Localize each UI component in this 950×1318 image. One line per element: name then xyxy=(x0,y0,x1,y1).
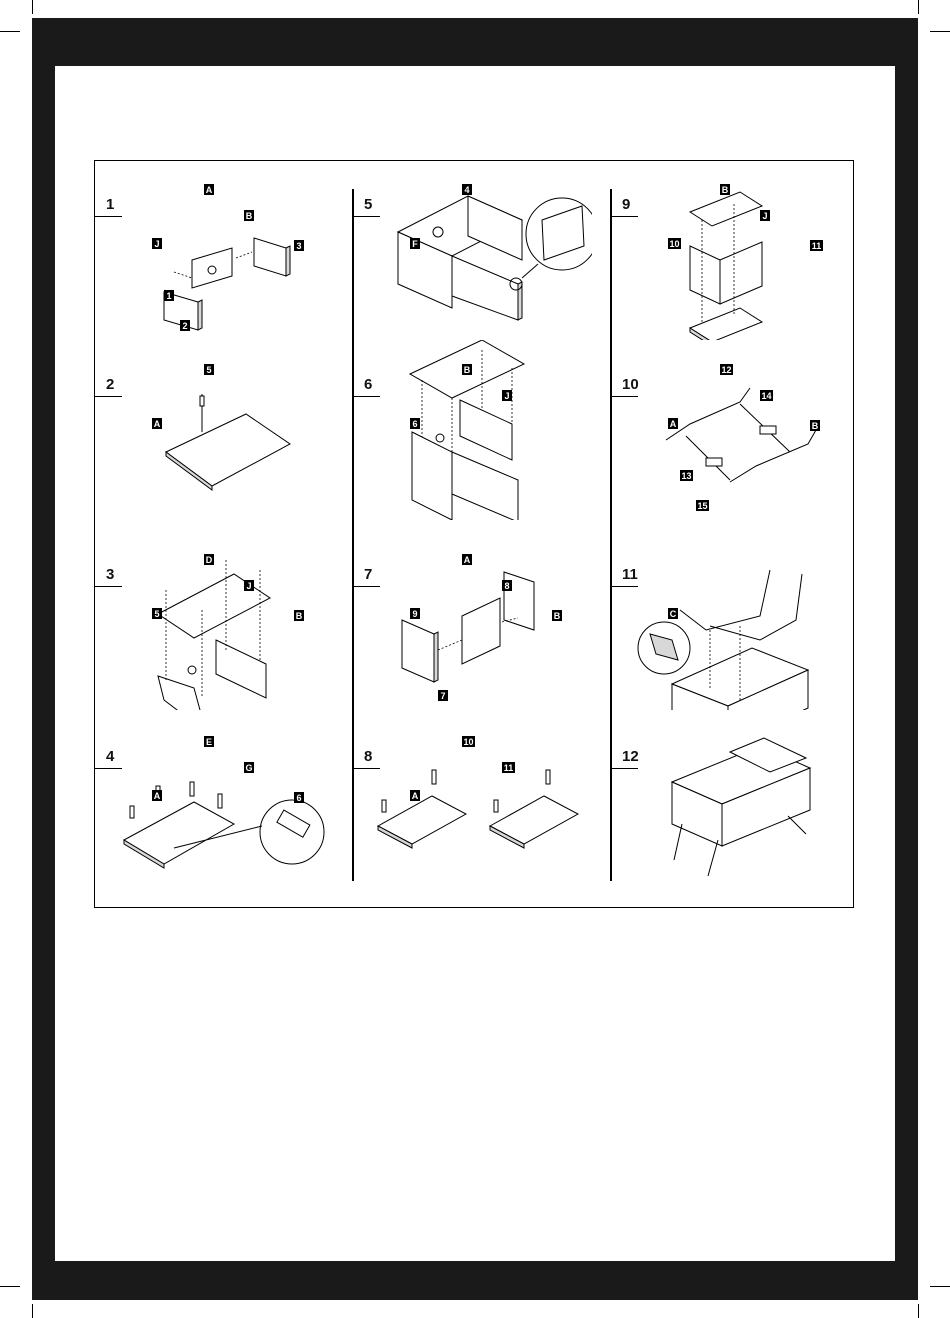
part-label: 15 xyxy=(697,501,707,511)
step-illustration: C xyxy=(610,530,850,710)
part-label: C xyxy=(670,609,677,619)
part-label: 12 xyxy=(721,365,731,375)
part-label: 11 xyxy=(812,241,822,251)
part-label: 10 xyxy=(669,239,679,249)
part-label: 10 xyxy=(463,737,473,747)
part-label: 1 xyxy=(166,291,171,301)
part-label: G xyxy=(245,763,252,773)
part-label: A xyxy=(206,185,213,195)
crop-mark-bl-h xyxy=(0,1286,20,1287)
step-illustration: 5 D J B xyxy=(94,530,334,710)
part-label: E xyxy=(206,737,212,747)
part-label: J xyxy=(504,391,509,401)
part-label: 14 xyxy=(761,391,771,401)
part-label: A xyxy=(670,419,677,429)
step-illustration: 6 B J xyxy=(352,340,592,520)
step-9: 9 10BJ11 xyxy=(610,160,867,340)
part-label: 6 xyxy=(412,419,417,429)
step-8: 8 A1011 xyxy=(352,712,609,892)
step-11: 11 C xyxy=(610,530,867,710)
part-label: D xyxy=(206,555,213,565)
part-label: J xyxy=(246,581,251,591)
part-label: 5 xyxy=(154,609,159,619)
step-illustration: A 10 11 xyxy=(352,712,592,892)
part-label: 3 xyxy=(296,241,301,251)
part-label: B xyxy=(246,211,253,221)
part-label: B xyxy=(722,185,729,195)
step-illustration: J A B 3 2 1 xyxy=(94,160,334,340)
crop-mark-tl-v xyxy=(32,0,33,14)
part-label: 6 xyxy=(296,793,301,803)
part-label: J xyxy=(154,239,159,249)
crop-mark-tr-v xyxy=(918,0,919,14)
step-illustration: F4 xyxy=(352,160,592,340)
part-label: B xyxy=(464,365,471,375)
step-6: 6 6 B J xyxy=(352,340,609,520)
part-label: 4 xyxy=(464,185,469,195)
part-label: J xyxy=(762,211,767,221)
crop-mark-bl-v xyxy=(32,1304,33,1318)
part-label: F xyxy=(412,239,418,249)
crop-mark-tl-h xyxy=(0,31,20,32)
part-label: 7 xyxy=(440,691,445,701)
part-label: A xyxy=(464,555,471,565)
crop-mark-br-v xyxy=(918,1304,919,1318)
part-label: 5 xyxy=(206,365,211,375)
crop-mark-tr-h xyxy=(930,31,950,32)
step-3: 3 5DJB xyxy=(94,530,351,710)
step-illustration: 10 B J 11 xyxy=(610,160,850,340)
step-illustration: A E G 6 xyxy=(94,712,334,892)
part-label: A xyxy=(412,791,419,801)
part-label: A xyxy=(154,419,161,429)
step-illustration: 9 A 8B 7 xyxy=(352,530,592,710)
step-12: 12 xyxy=(610,712,867,892)
part-label: 9 xyxy=(412,609,417,619)
part-label: B xyxy=(296,611,303,621)
part-label: 2 xyxy=(182,321,187,331)
part-label: 8 xyxy=(504,581,509,591)
step-illustration: A 12 14B 15 13 xyxy=(610,340,850,520)
part-label: A xyxy=(154,791,161,801)
part-label: 11 xyxy=(504,763,514,773)
step-1: 1 J A B 3 2 1 xyxy=(94,160,351,340)
part-label: 13 xyxy=(681,471,691,481)
crop-mark-br-h xyxy=(930,1286,950,1287)
part-label: B xyxy=(812,421,819,431)
step-illustration: A5 xyxy=(94,340,334,520)
part-label: B xyxy=(554,611,561,621)
step-illustration xyxy=(610,712,850,892)
